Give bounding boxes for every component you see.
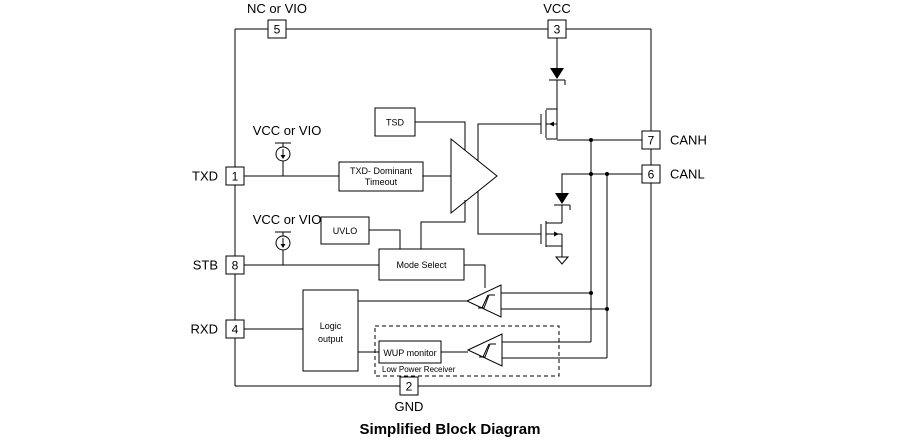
low-side-diode (554, 173, 607, 223)
pin-7-number: 7 (648, 134, 655, 148)
wire-tsd-driver (415, 121, 466, 152)
txd-pullup-label: VCC or VIO (253, 123, 322, 138)
wup-monitor-block: WUP monitor (378, 340, 442, 364)
pin-5-label: NC or VIO (247, 1, 307, 16)
logic-output-block: Logic output (302, 289, 359, 372)
arrow-down-icon (280, 244, 286, 248)
driver-amplifier (450, 137, 498, 215)
pin-3-label: VCC (543, 1, 570, 16)
low-power-receiver-region (374, 325, 560, 377)
pin-1-label: TXD (192, 169, 218, 184)
pin-1-number: 1 (232, 170, 239, 184)
pin-6-label: CANL (670, 167, 705, 182)
wire-driver-high (477, 123, 541, 161)
ground-icon (554, 256, 570, 265)
tsd-label: TSD (386, 118, 405, 128)
mode-select-label: Mode Select (396, 260, 447, 270)
txd-timeout-line1: TXD- Dominant (350, 166, 413, 176)
tsd-block: TSD (374, 107, 416, 137)
junction-canl (589, 172, 593, 176)
high-side-diode (549, 38, 566, 109)
uvlo-label: UVLO (333, 226, 358, 236)
wire-mode-receiver (464, 264, 486, 288)
arrow-down-icon (280, 155, 286, 159)
low-power-receiver-label: Low Power Receiver (382, 365, 456, 374)
mode-select-block: Mode Select (378, 248, 465, 281)
txd-timeout-line2: Timeout (365, 177, 398, 187)
junction-canh (589, 138, 593, 142)
pin-4: 4 RXD (191, 319, 245, 339)
pin-5-number: 5 (274, 23, 281, 37)
txd-pullup-source: VCC or VIO (253, 123, 322, 176)
uvlo-block: UVLO (320, 216, 370, 245)
logic-output-line1: Logic (320, 321, 342, 331)
wup-monitor-label: WUP monitor (383, 348, 436, 358)
pin-6: 6 CANL (641, 164, 705, 184)
pin-2: 2 GND (395, 376, 424, 414)
pin-5: 5 NC or VIO (247, 1, 307, 39)
wire-uvlo-mode (369, 229, 401, 249)
high-side-transistor (540, 108, 558, 140)
stb-pullup-source: VCC or VIO (253, 212, 322, 265)
pin-2-label: GND (395, 399, 424, 414)
low-side-transistor (540, 221, 563, 257)
pin-4-number: 4 (232, 323, 239, 337)
logic-output-line2: output (318, 334, 344, 344)
junction-canl-right (605, 172, 609, 176)
pin-4-label: RXD (191, 322, 218, 337)
pin-8: 8 STB (193, 255, 245, 275)
pin-2-number: 2 (406, 380, 413, 394)
pin-7-label: CANH (670, 133, 707, 148)
pin-8-label: STB (193, 258, 218, 273)
stb-pullup-label: VCC or VIO (253, 212, 322, 227)
chip-boundary (234, 28, 652, 387)
diagram-caption: Simplified Block Diagram (359, 421, 541, 438)
txd-timeout-block: TXD- Dominant Timeout (338, 161, 424, 192)
wire-driver-low (477, 191, 541, 235)
pin-8-number: 8 (232, 259, 239, 273)
pin-6-number: 6 (648, 168, 655, 182)
receiver-comparator (465, 284, 502, 318)
wire-mode-driver (420, 200, 466, 249)
pin-7: 7 CANH (641, 130, 707, 150)
low-power-comparator (466, 333, 503, 367)
pin-3-number: 3 (554, 23, 561, 37)
pin-1: 1 TXD (192, 166, 245, 186)
pin-3: 3 VCC (543, 1, 571, 39)
